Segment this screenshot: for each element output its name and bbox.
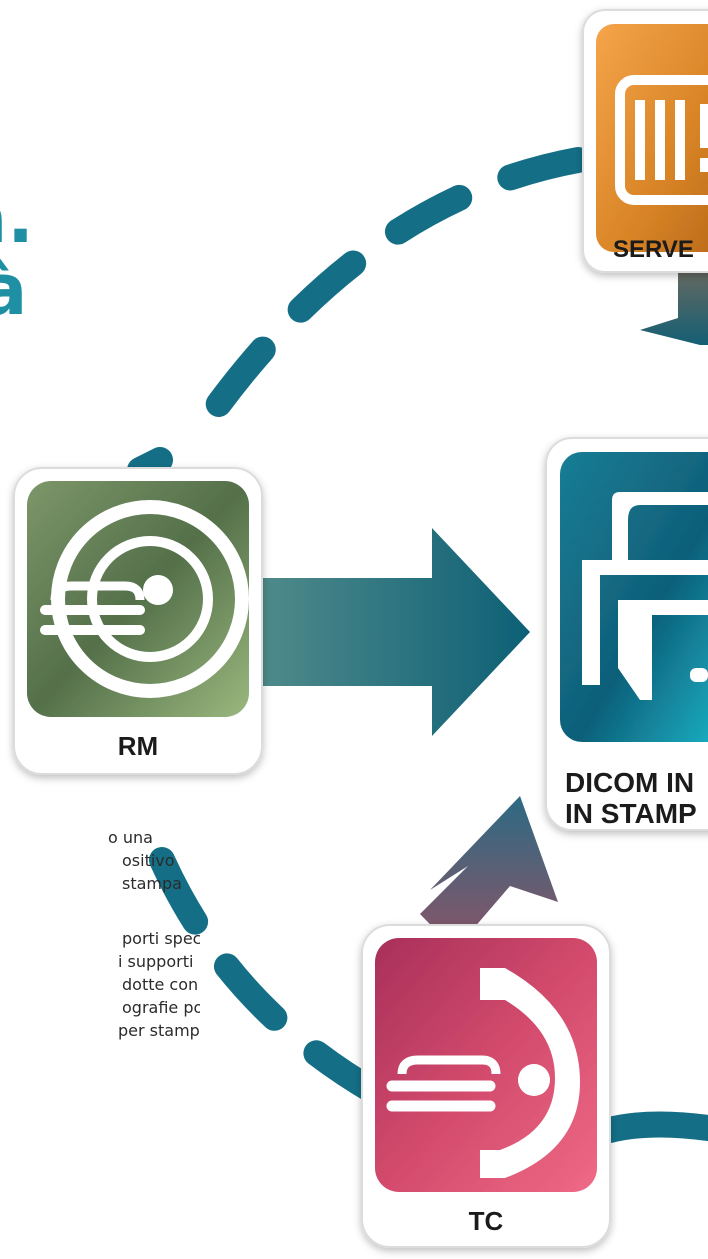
paragraph-1-line-3: stampa <box>122 874 182 893</box>
mri-label: RM <box>118 731 158 761</box>
printer-label-line2: IN STAMP <box>565 798 697 829</box>
paragraph-2-line-4: ografie possono <box>122 998 200 1017</box>
body-paragraph-1: o una ositivo stampa <box>0 826 210 895</box>
dashed-path-top <box>187 147 591 443</box>
server-icon <box>615 75 708 205</box>
paragraph-2-line-1: porti specifici! <box>122 929 200 948</box>
dashed-path-bottom <box>149 847 393 1108</box>
ct-scanner-icon <box>386 968 580 1178</box>
headline-line-2: à <box>0 249 28 326</box>
dashed-workflow-path <box>127 147 708 1143</box>
paragraph-2-line-3: dotte con raggi X <box>122 975 200 994</box>
printer-node[interactable] <box>545 437 708 831</box>
paragraph-1-line-2: ositivo <box>122 851 175 870</box>
arrow-tc-to-printer <box>420 796 558 950</box>
dashed-path-right <box>597 1111 708 1143</box>
mri-node[interactable] <box>13 467 263 775</box>
server-label: SERVE <box>613 236 694 263</box>
server-node[interactable] <box>582 9 708 273</box>
ct-node[interactable] <box>361 924 611 1248</box>
arrow-rm-to-printer <box>262 528 530 736</box>
paragraph-2-line-5: per stampare la <box>118 1021 200 1040</box>
arrow-server-to-printer <box>640 262 708 345</box>
paragraph-2-line-2: i supporti <box>118 952 194 971</box>
mri-scanner-icon <box>40 500 249 698</box>
headline-line-1: a. <box>0 182 34 259</box>
page-headline: a. à <box>0 182 90 326</box>
printer-label-line1: DICOM IN <box>565 767 694 798</box>
ct-label: TC <box>469 1206 504 1236</box>
printer-icon <box>582 492 708 700</box>
body-paragraph-2: porti specifici! i supporti dotte con ra… <box>0 927 200 1042</box>
paragraph-1-line-1: o una <box>108 828 153 847</box>
